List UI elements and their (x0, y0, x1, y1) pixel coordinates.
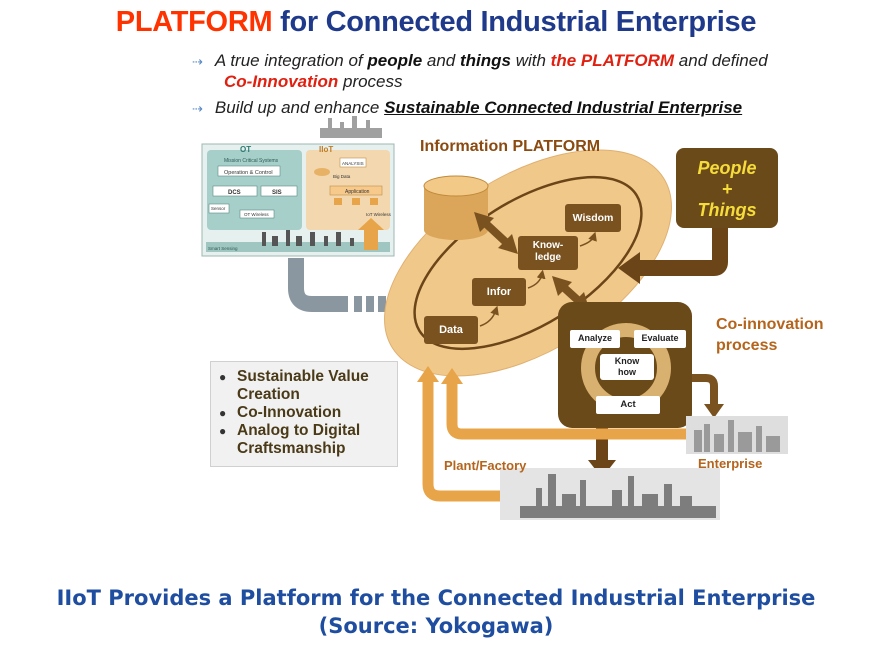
knowledge-label-1: Know- (532, 240, 564, 251)
bullet-2-underlined: Sustainable Connected Industrial Enterpr… (384, 98, 743, 117)
benefits-list: Sustainable Value Creation Co-Innovation… (211, 362, 397, 458)
title-rest: for Connected Industrial Enterprise (272, 6, 757, 38)
knowledge-pyramid (424, 204, 621, 344)
coinno-label: Co-innovation process (716, 314, 824, 356)
benefit-item: Sustainable Value Creation (219, 368, 397, 404)
bullet-2: ⇢ Build up and enhance Sustainable Connec… (192, 97, 742, 119)
arrow-icon: ⇢ (192, 54, 203, 69)
database-icon (423, 175, 489, 240)
evaluate-label: Evaluate (641, 333, 679, 343)
application-label: Application (345, 189, 370, 195)
benefits-box: Sustainable Value Creation Co-Innovation… (210, 361, 398, 467)
ot-wireless-label: OT Wireless (244, 212, 269, 217)
people-things-group (618, 148, 778, 284)
bullet-1-line-2: Co-Innovation process (224, 71, 403, 92)
bullet-1-people: people (367, 51, 423, 70)
knowledge-label: Know- ledge (518, 240, 578, 264)
info-platform-label: Information PLATFORM (420, 138, 600, 155)
things-label: Things (697, 200, 757, 220)
bullet-1-coinnovation: Co-Innovation (224, 72, 339, 91)
infor-box (472, 278, 526, 306)
coinno-to-enterprise-arrow (692, 374, 724, 418)
coinno-box (558, 302, 692, 428)
act-label: Act (620, 399, 636, 410)
iiot-label: IIoT (319, 145, 333, 154)
knowledge-box (518, 236, 578, 270)
top-factory-silhouette (320, 116, 382, 138)
knowledge-label-2: ledge (534, 252, 562, 263)
enterprise-skyline (686, 416, 788, 454)
caption-line-1: IIoT Provides a Platform for the Connect… (56, 586, 816, 610)
analyze-box (570, 330, 620, 348)
act-box (596, 396, 660, 414)
platform-diagram: OT IIoT Mission Critical Systems Operati… (201, 116, 788, 520)
iot-wireless-label: IoT Wireless (366, 212, 392, 217)
ot-iiot-panel: OT IIoT Mission Critical Systems Operati… (201, 116, 395, 257)
bullet-2-text: Build up and enhance (214, 98, 385, 117)
bullet-1: ⇢ A true integration of people and things… (192, 50, 768, 72)
operation-control-label: Operation & Control (224, 170, 273, 176)
evaluate-box (634, 330, 686, 348)
dcs-box (212, 185, 258, 197)
operation-control-box (217, 165, 281, 177)
bullet-1-text-a: A true integration of (214, 51, 368, 70)
sis-box (260, 185, 298, 197)
people-things-label: People + Things (676, 158, 778, 221)
title-highlight: PLATFORM (115, 6, 273, 38)
coinno-label-2: process (716, 337, 778, 354)
plant-factory-label: Plant/Factory (444, 458, 527, 473)
wisdom-label: Wisdom (572, 212, 614, 224)
bullet-1-text-b: and (422, 51, 460, 70)
field-devices (262, 230, 354, 246)
bullet-1-things: things (459, 51, 511, 70)
benefit-item: Analog to Digital Craftsmanship (219, 422, 397, 458)
arrow-icon: ⇢ (192, 101, 203, 116)
big-data-label: Big Data (333, 174, 351, 179)
bullet-1-text-e: process (338, 72, 403, 91)
sensor-label: Sensor (211, 206, 226, 211)
bullet-1-text-d: and defined (674, 51, 768, 70)
bullet-1-platform: the PLATFORM (550, 51, 675, 70)
enterprise-label: Enterprise (698, 456, 763, 471)
plus-label: + (721, 179, 733, 199)
data-label: Data (439, 324, 463, 336)
data-box (424, 316, 478, 344)
knowhow-label-2: how (618, 367, 636, 377)
knowhow-label: Know how (600, 356, 654, 378)
knowhow-label-1: Know (614, 356, 640, 366)
people-label: People (697, 158, 757, 178)
caption-line-2: (Source: Yokogawa) (318, 614, 554, 638)
mission-critical-label: Mission Critical Systems (224, 158, 279, 164)
db-knowledge-arrow (474, 212, 518, 254)
knowhow-box (600, 354, 654, 380)
sis-label: SIS (272, 190, 282, 196)
feedback-arrows (417, 366, 686, 502)
dcs-label: DCS (228, 190, 241, 196)
analysis-label: ANALYSIS (342, 161, 364, 166)
coinno-label-1: Co-innovation (716, 316, 824, 333)
ot-label: OT (240, 145, 251, 154)
infor-label: Infor (486, 286, 512, 298)
wisdom-box (565, 204, 621, 232)
plant-factory-silhouette (500, 468, 720, 520)
bullet-1-text-c: with (510, 51, 551, 70)
benefit-item: Co-Innovation (219, 404, 397, 422)
people-things-box (676, 148, 778, 228)
smart-sensing-label: Smart Sensing (208, 246, 238, 251)
analyze-label: Analyze (577, 333, 612, 343)
page-title: PLATFORM for Connected Industrial Enterp… (0, 6, 872, 39)
